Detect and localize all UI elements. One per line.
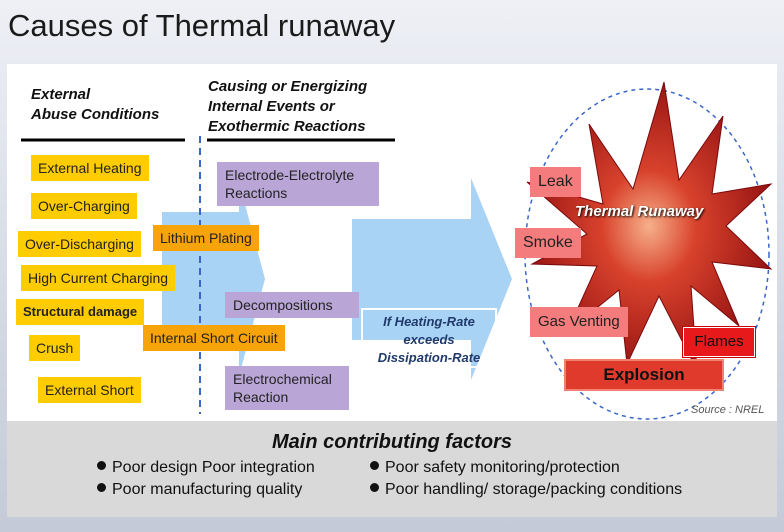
- trigger-lithium-plating: Lithium Plating: [153, 225, 259, 251]
- condition-line: Dissipation-Rate: [377, 350, 481, 365]
- outcome-ellipse: [524, 88, 770, 420]
- reaction-electrochemical: Electrochemical Reaction: [225, 366, 349, 410]
- condition-over-charging: Over-Charging: [31, 193, 137, 219]
- factor-text: Poor design Poor integration: [112, 459, 315, 476]
- factor-item: Poor manufacturing quality: [97, 481, 302, 499]
- outcome-smoke: Smoke: [515, 228, 581, 258]
- condition-structural-damage: Structural damage: [16, 299, 145, 325]
- external-header-line: Abuse Conditions: [31, 106, 160, 123]
- outcome-leak: Leak: [530, 167, 581, 197]
- condition-high-current-charging: High Current Charging: [21, 265, 176, 291]
- page-title: Causes of Thermal runaway: [8, 8, 396, 43]
- bullet-icon: [370, 461, 379, 471]
- external-header-line: External: [31, 86, 91, 103]
- internal-header: Causing or Energizing Internal Events or…: [208, 77, 367, 137]
- external-header: External Abuse Conditions: [31, 85, 159, 125]
- contributing-factors-panel: Main contributing factors Poor design Po…: [7, 421, 777, 517]
- main-flow-arrow: [352, 178, 512, 380]
- heating-rate-condition: If Heating-Rate exceeds Dissipation-Rate: [361, 308, 497, 368]
- outcome-gas-venting: Gas Venting: [530, 307, 628, 337]
- factor-item: Poor handling/ storage/packing condition…: [370, 481, 682, 499]
- reaction-line: Electrochemical: [233, 371, 332, 387]
- factor-item: Poor design Poor integration: [97, 459, 315, 477]
- internal-header-line: Causing or Energizing: [208, 78, 368, 95]
- factor-text: Poor handling/ storage/packing condition…: [385, 481, 683, 498]
- bullet-icon: [370, 483, 379, 493]
- reaction-line: Electrode-Electrolyte: [225, 167, 355, 183]
- factor-text: Poor safety monitoring/protection: [385, 459, 620, 476]
- factor-text: Poor manufacturing quality: [112, 481, 303, 498]
- bullet-icon: [97, 461, 106, 471]
- reaction-electrode-electrolyte: Electrode-Electrolyte Reactions: [217, 162, 379, 206]
- bullet-icon: [97, 483, 106, 493]
- reaction-line: Reaction: [233, 389, 289, 405]
- trigger-internal-short-circuit: Internal Short Circuit: [143, 325, 285, 351]
- thermal-runaway-label: Thermal Runaway: [575, 203, 704, 220]
- diagram-panel: External Abuse Conditions Causing or Ene…: [7, 64, 777, 421]
- condition-line: exceeds: [403, 332, 455, 347]
- internal-header-line: Internal Events or: [208, 98, 335, 115]
- reaction-line: Reactions: [225, 185, 288, 201]
- condition-external-heating: External Heating: [31, 155, 149, 181]
- reaction-line: Decompositions: [233, 297, 333, 313]
- condition-over-discharging: Over-Discharging: [18, 231, 141, 257]
- reaction-decompositions: Decompositions: [225, 292, 359, 318]
- condition-external-short: External Short: [38, 377, 141, 403]
- factor-item: Poor safety monitoring/protection: [370, 459, 620, 477]
- factors-title: Main contributing factors: [272, 431, 512, 453]
- outcome-flames: Flames: [682, 326, 756, 358]
- internal-header-line: Exothermic Reactions: [208, 118, 366, 135]
- condition-crush: Crush: [29, 335, 81, 361]
- source-note: Source : NREL: [691, 404, 765, 416]
- condition-line: If Heating-Rate: [383, 314, 475, 329]
- outcome-explosion: Explosion: [564, 359, 724, 391]
